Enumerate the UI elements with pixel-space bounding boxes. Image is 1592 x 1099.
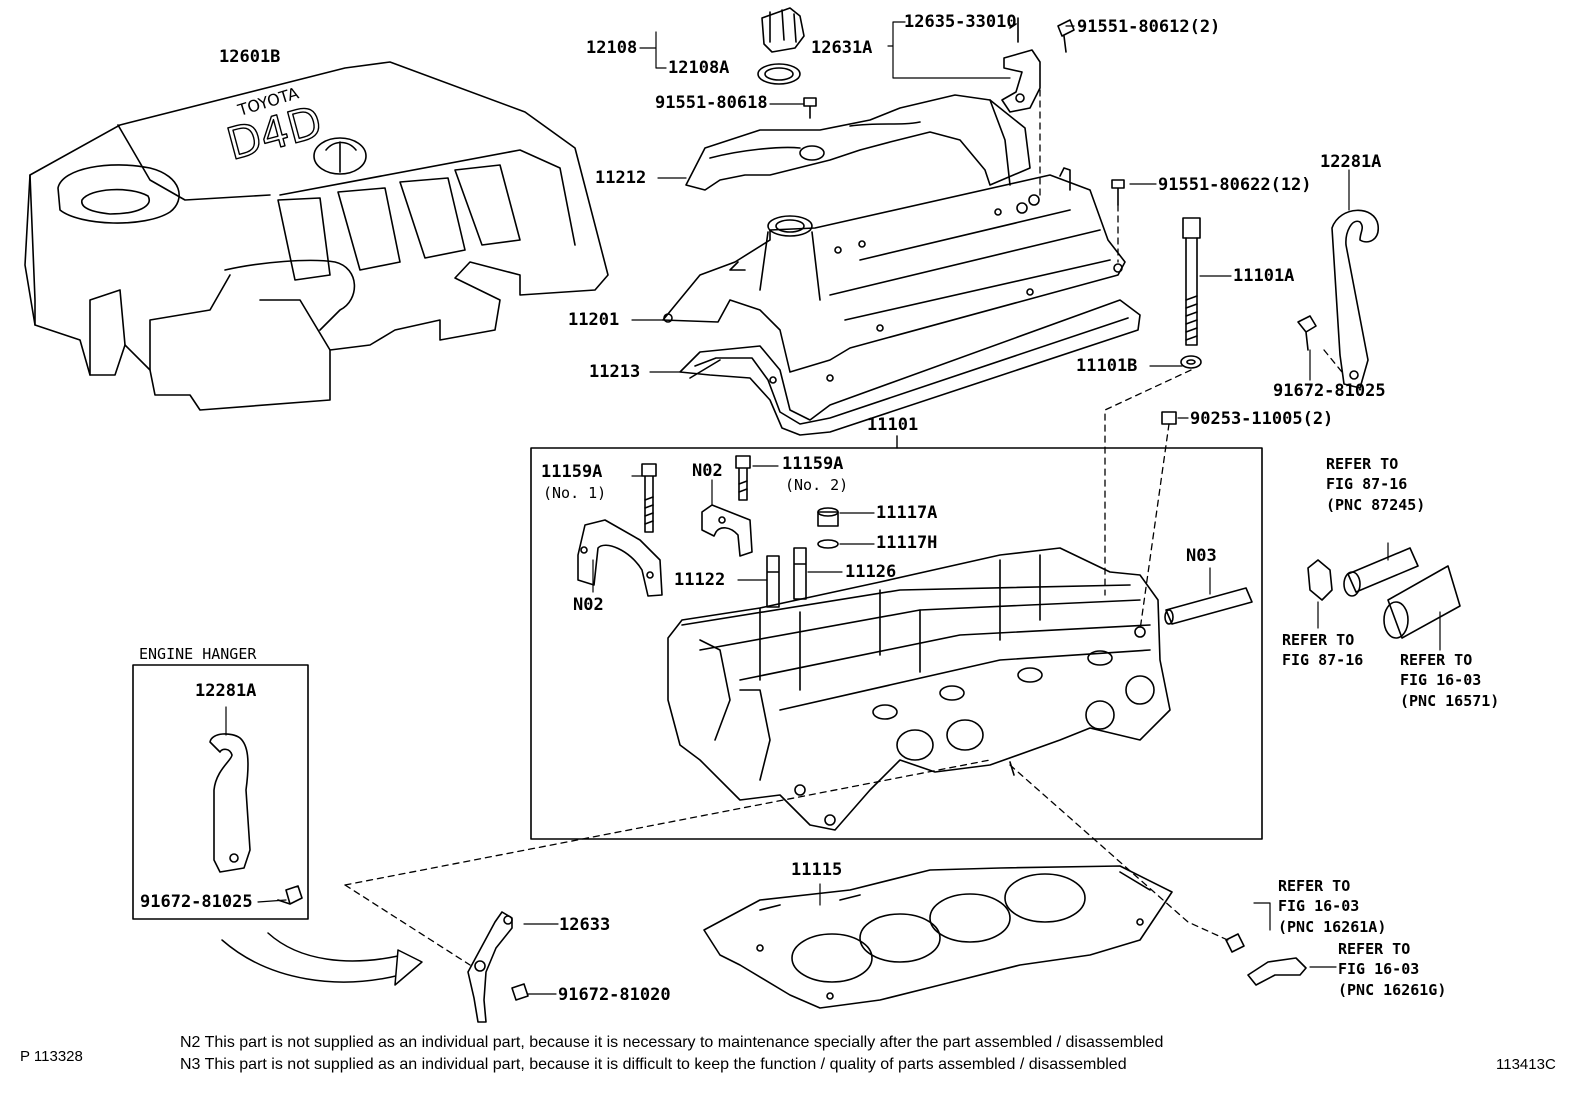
label-11117a[interactable]: 11117A (876, 503, 938, 523)
ref-fig-16-03-pnc-16261g[interactable]: REFER TO FIG 16-03 (PNC 16261G) (1338, 940, 1447, 999)
bracket-12633-drawing (467, 911, 529, 1023)
engine-hanger-title: ENGINE HANGER (139, 645, 257, 663)
direction-arrow (221, 932, 423, 986)
plug-11117a-drawing (817, 507, 839, 549)
label-12631a[interactable]: 12631A (811, 38, 873, 58)
label-91672-81025-box[interactable]: 91672-81025 (140, 892, 253, 912)
label-11122[interactable]: 11122 (674, 570, 726, 590)
bolt-91551-80622-drawing (1111, 179, 1125, 206)
label-91672-81025-top[interactable]: 91672-81025 (1273, 381, 1386, 401)
label-11201[interactable]: 11201 (568, 310, 620, 330)
label-11159a-no1[interactable]: 11159A (541, 462, 603, 482)
valve-guides-drawing (766, 547, 807, 608)
engine-hanger-top-drawing (1297, 209, 1379, 389)
page-code-right: 113413C (1496, 1056, 1556, 1073)
label-n02-right[interactable]: N02 (692, 461, 723, 481)
head-gasket-11115-drawing (703, 865, 1173, 1009)
label-11101[interactable]: 11101 (867, 415, 919, 435)
page-code-left: P 113328 (20, 1048, 83, 1065)
label-11101a[interactable]: 11101A (1233, 266, 1295, 286)
valve-cover-11201-drawing (662, 167, 1126, 373)
label-12108a[interactable]: 12108A (668, 58, 730, 78)
ref-fig-87-16[interactable]: REFER TO FIG 87-16 (1282, 631, 1364, 670)
label-n03[interactable]: N03 (1186, 546, 1217, 566)
label-12108[interactable]: 12108 (586, 38, 638, 58)
bearing-cap-n02-right-drawing (701, 504, 753, 557)
label-11101b[interactable]: 11101B (1076, 356, 1138, 376)
engine-hanger-box (132, 664, 309, 920)
footnote-n3: N3 This part is not supplied as an indiv… (180, 1056, 1127, 1073)
collar-90253-drawing (1161, 411, 1177, 425)
label-12633[interactable]: 12633 (559, 915, 611, 935)
label-12281a-top[interactable]: 12281A (1320, 152, 1382, 172)
bolt-11159a-no1-drawing (641, 463, 657, 533)
valve-cover-gasket-11213-drawing (679, 288, 1141, 436)
bearing-cap-n02-left-drawing (577, 519, 663, 597)
cylinder-head-cover-11212-drawing (685, 94, 1031, 191)
label-no1: (No. 1) (543, 484, 607, 502)
ref-fig-87-16-pnc-87245[interactable]: REFER TO FIG 87-16 (PNC 87245) (1326, 455, 1426, 514)
label-91551-80612[interactable]: 91551-80612(2) (1077, 17, 1221, 37)
label-91551-80618[interactable]: 91551-80618 (655, 93, 768, 113)
label-91672-81020[interactable]: 91672-81020 (558, 985, 671, 1005)
label-11117h[interactable]: 11117H (876, 533, 938, 553)
cylinder-head-11101-drawing (667, 547, 1171, 831)
label-12635-33010[interactable]: 12635-33010 (904, 12, 1017, 32)
label-11212[interactable]: 11212 (595, 168, 647, 188)
label-12281a-box[interactable]: 12281A (195, 681, 257, 701)
head-bolt-11101a-drawing (1180, 217, 1202, 369)
label-90253-11005[interactable]: 90253-11005(2) (1190, 409, 1334, 429)
label-no2: (No. 2) (785, 476, 849, 494)
label-11159a-no2[interactable]: 11159A (782, 454, 844, 474)
label-12601b[interactable]: 12601B (219, 47, 281, 67)
ref-fig-16-03-pnc-16571[interactable]: REFER TO FIG 16-03 (PNC 16571) (1400, 651, 1500, 710)
engine-cover-drawing: TOYOTA D4D (24, 61, 609, 411)
label-91551-80622[interactable]: 91551-80622(12) (1158, 175, 1312, 195)
label-11115[interactable]: 11115 (791, 860, 843, 880)
label-11213[interactable]: 11213 (589, 362, 641, 382)
label-n02-left[interactable]: N02 (573, 595, 604, 615)
oil-filler-cap-drawing (757, 7, 805, 85)
bolt-91551-80618-drawing (803, 97, 817, 119)
hose-refs-drawing (1225, 547, 1461, 986)
bracket-12631a-drawing (1001, 17, 1075, 113)
leader-lines (225, 21, 1441, 995)
bolt-11159a-no2-drawing (735, 455, 751, 501)
alignment-lines (344, 89, 1343, 966)
pipe-n03-drawing (1164, 587, 1253, 625)
footnote-n2: N2 This part is not supplied as an indiv… (180, 1034, 1164, 1051)
ref-fig-16-03-pnc-16261a[interactable]: REFER TO FIG 16-03 (PNC 16261A) (1278, 877, 1387, 936)
label-11126[interactable]: 11126 (845, 562, 897, 582)
engine-hanger-box-drawing (209, 733, 303, 905)
